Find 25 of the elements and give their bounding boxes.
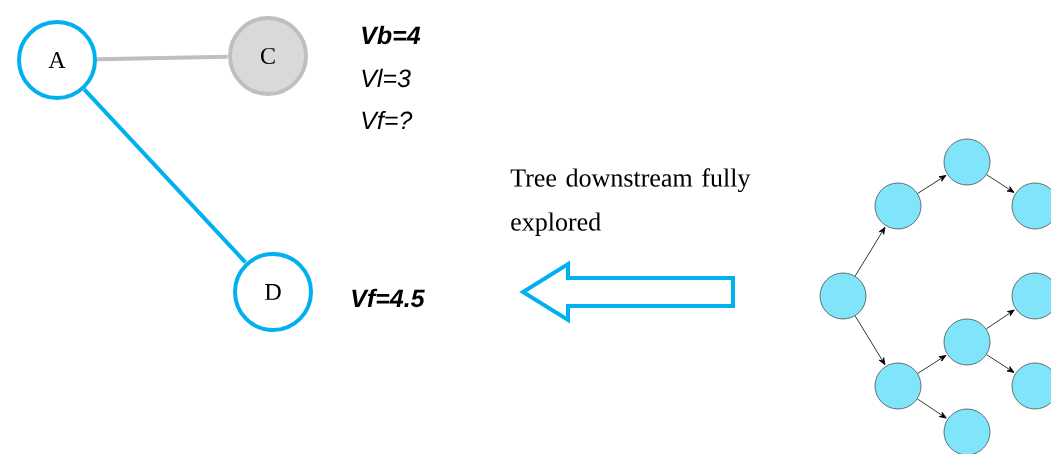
arrow bbox=[917, 398, 947, 419]
tree-node-circle bbox=[1011, 272, 1051, 320]
arrow bbox=[986, 309, 1015, 330]
value-text: Vf=4.5 bbox=[352, 288, 425, 308]
note-text: Tree downstream fully explored bbox=[510, 168, 751, 237]
arrow bbox=[854, 315, 886, 366]
tree-node-circle bbox=[943, 318, 991, 366]
arrow bbox=[917, 355, 947, 374]
value-text: Vb=4 bbox=[362, 25, 421, 45]
arrow bbox=[986, 174, 1015, 193]
arrow bbox=[854, 226, 886, 277]
connector-line bbox=[96, 54, 228, 62]
hollow-arrow bbox=[519, 260, 735, 324]
tree-node-circle bbox=[874, 182, 922, 230]
tree-node-circle bbox=[819, 272, 867, 320]
arrow bbox=[986, 354, 1015, 373]
arrow bbox=[917, 175, 947, 194]
tree-node-circle bbox=[943, 408, 991, 454]
tree-node-circle bbox=[1011, 182, 1051, 230]
tree-node-circle bbox=[943, 138, 991, 186]
tree-node-circle bbox=[1011, 362, 1051, 410]
value-text: Vf=? bbox=[362, 110, 413, 130]
value-text: Vl=3 bbox=[362, 68, 411, 88]
tree-node-circle bbox=[874, 362, 922, 410]
connector-line bbox=[82, 87, 247, 264]
